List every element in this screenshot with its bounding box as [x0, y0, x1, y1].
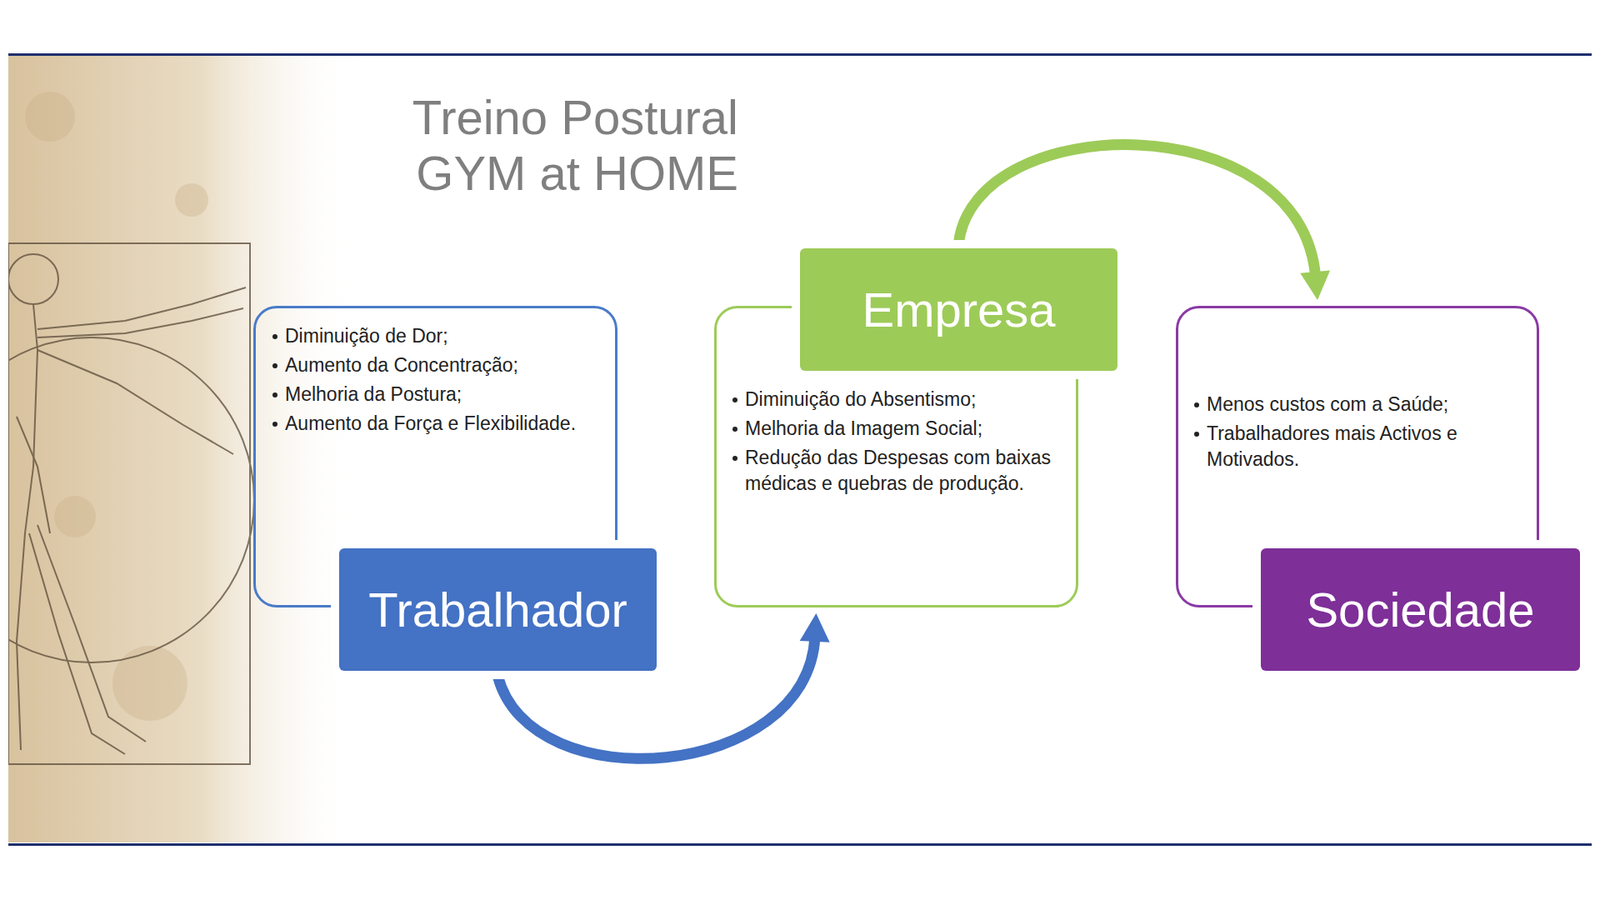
group-box: SociedadeMenos custos com a Saúde;Trabal… — [1175, 305, 1540, 608]
top-rule — [8, 53, 1592, 56]
label-box: Sociedade — [1260, 548, 1580, 671]
group-box: EmpresaDiminuição do Absentismo;Melhoria… — [714, 305, 1079, 608]
bullet-item: Menos custos com a Saúde; — [1191, 391, 1525, 418]
bullet-text: Aumento da Força e Flexibilidade. — [285, 412, 576, 435]
arrow-head — [1300, 270, 1330, 300]
bullet-dot — [272, 421, 278, 427]
bullet-text: Menos custos com a Saúde; — [1206, 393, 1449, 415]
bullet-text: Melhoria da Postura; — [285, 383, 462, 405]
bullet-text: Diminuição do Absentismo; — [745, 388, 976, 410]
bottom-rule — [8, 843, 1592, 846]
label-box: Trabalhador — [339, 548, 657, 671]
group-box: TrabalhadorDiminuição de Dor;Aumento da … — [253, 305, 618, 608]
bullet-item: Trabalhadores mais Activos e Motivados. — [1191, 420, 1525, 473]
bullet-item: Melhoria da Postura; — [270, 381, 608, 408]
bullet-item: Diminuição de Dor; — [270, 323, 608, 350]
bullet-item: Aumento da Concentração; — [270, 352, 608, 379]
bullet-dot — [732, 397, 738, 403]
bullet-item: Melhoria da Imagem Social; — [730, 415, 1068, 442]
bullet-item: Redução das Despesas com baixas médicas … — [730, 445, 1068, 497]
bullet-list: Diminuição do Absentismo; Melhoria da Ima… — [730, 386, 1068, 500]
bullet-dot — [732, 455, 738, 461]
group-heading: Sociedade — [1305, 581, 1535, 638]
diagram-title: Treino Postural GYM at HOME — [338, 90, 739, 201]
label-box: Empresa — [800, 248, 1118, 371]
bullet-dot — [1194, 402, 1200, 408]
bullet-item: Aumento da Força e Flexibilidade. — [270, 410, 608, 437]
bullet-list: Menos custos com a Saúde; Trabalhadores m… — [1191, 391, 1525, 476]
bullet-dot — [1194, 431, 1200, 437]
arrow-head — [800, 613, 830, 643]
bullet-text: Diminuição de Dor; — [285, 325, 449, 347]
bullet-text: Aumento da Concentração; — [285, 354, 519, 376]
bullet-text: Trabalhadores mais Activos e Motivados. — [1206, 422, 1458, 470]
bullet-dot — [272, 363, 278, 369]
bullet-text: Melhoria da Imagem Social; — [745, 417, 983, 440]
bullet-list: Diminuição de Dor; Aumento da Concentraçã… — [270, 323, 608, 440]
bullet-item: Diminuição do Absentismo; — [730, 386, 1068, 413]
group-heading: Empresa — [861, 281, 1055, 338]
bullet-dot — [272, 334, 278, 340]
bullet-dot — [732, 426, 738, 432]
bullet-dot — [272, 392, 278, 398]
bullet-text: Redução das Despesas com baixas médicas … — [745, 446, 1051, 495]
group-heading: Trabalhador — [368, 581, 628, 638]
